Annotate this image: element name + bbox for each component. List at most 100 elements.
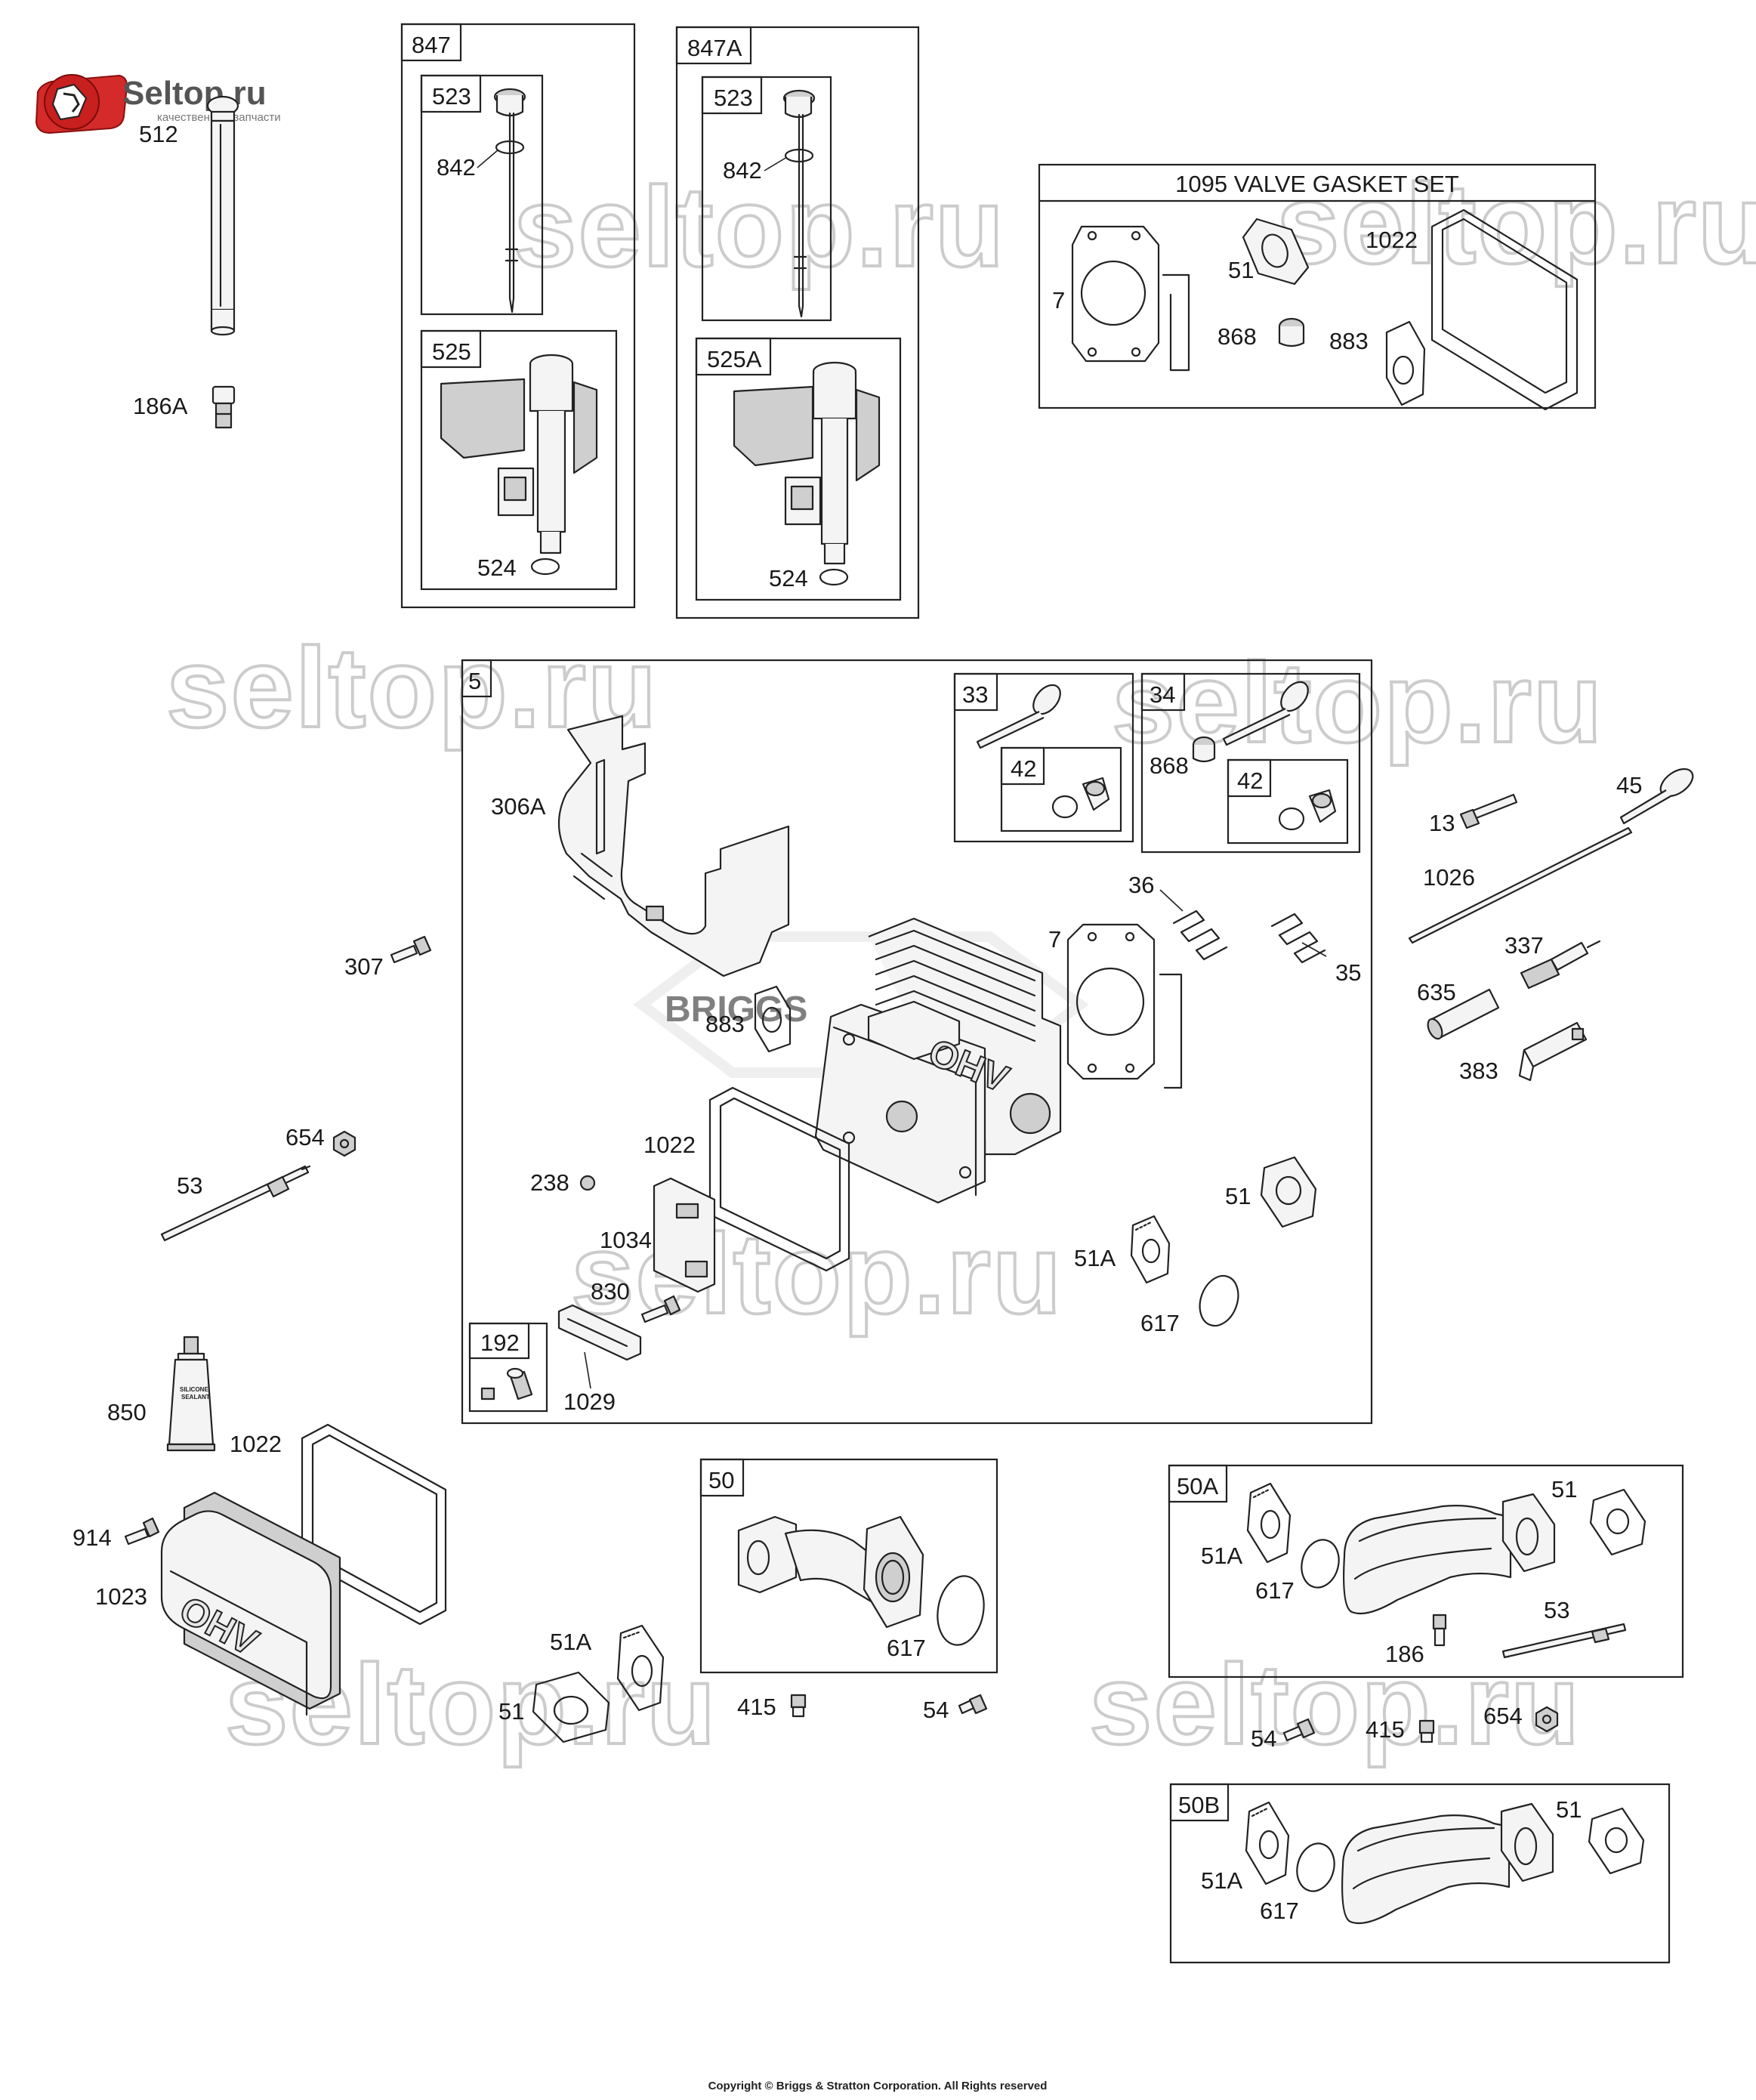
part-7-head-gasket[interactable] (1071, 225, 1190, 372)
part-525A-oil-fill-tube[interactable] (733, 361, 881, 565)
box-label: 42 (1237, 767, 1263, 794)
part-51A-intake-gasket[interactable] (616, 1624, 665, 1712)
part-524-o-ring[interactable] (530, 557, 560, 576)
part-label: 51A (1201, 1867, 1242, 1894)
part-label: 51 (1225, 1183, 1251, 1209)
box-label: 525 (432, 338, 471, 365)
part-830-screw[interactable] (640, 1295, 681, 1323)
part-523-dipstick[interactable] (493, 88, 526, 313)
part-383-spark-plug-terminal[interactable] (1518, 1021, 1588, 1082)
part-label: 883 (705, 1011, 745, 1037)
part-34-exhaust-valve[interactable] (1222, 677, 1313, 746)
part-238-plug[interactable] (579, 1175, 596, 1191)
box-label: 847 (412, 32, 451, 58)
part-cylinder-head-assembly[interactable]: OHV (814, 917, 1062, 1204)
part-label: 635 (1417, 979, 1456, 1005)
box-label: 847A (687, 35, 742, 61)
part-label: 1022 (230, 1431, 282, 1457)
part-868-valve-seal[interactable] (1278, 317, 1305, 347)
part-51A-intake-gasket[interactable] (1245, 1801, 1290, 1885)
logo-brand-text: Seltop.ru (122, 75, 267, 112)
part-617-o-ring[interactable] (1193, 1271, 1245, 1331)
part-1022-cover-gasket[interactable] (1430, 208, 1579, 411)
part-label: 51A (1201, 1543, 1242, 1569)
part-label: 53 (1544, 1597, 1569, 1623)
part-186-fitting[interactable] (1432, 1614, 1447, 1647)
part-label: 415 (1366, 1716, 1405, 1743)
part-1026-push-rod[interactable] (1408, 826, 1633, 944)
part-654-nut[interactable] (332, 1130, 356, 1157)
part-51-intake-gasket[interactable] (1260, 1156, 1317, 1228)
part-337-spark-plug[interactable] (1520, 940, 1601, 990)
part-1023-valve-cover[interactable]: OHV (160, 1491, 341, 1716)
box-label: 5 (468, 668, 481, 694)
part-635-spark-plug-boot[interactable] (1425, 988, 1500, 1041)
box-title: 1095 VALVE GASKET SET (1175, 171, 1459, 197)
part-523-dipstick-variant[interactable] (782, 89, 816, 318)
part-label: 337 (1504, 932, 1544, 959)
part-42-valve-retainer[interactable] (1278, 789, 1337, 831)
part-label: 53 (177, 1172, 202, 1199)
part-35-valve-spring[interactable] (1270, 913, 1326, 964)
part-label: 51A (1074, 1245, 1116, 1271)
part-label: 914 (73, 1524, 112, 1551)
part-512-dipstick-tube[interactable] (206, 95, 239, 336)
group-box-847A: 847A 523 525A (675, 26, 920, 619)
part-label: 51 (498, 1698, 524, 1725)
part-868-valve-seal[interactable] (1192, 736, 1216, 763)
part-42-valve-retainer[interactable] (1051, 777, 1110, 819)
part-1034-breather-cover[interactable] (653, 1177, 716, 1293)
part-label: 186A (133, 393, 188, 419)
box-label: 50A (1177, 1473, 1218, 1499)
part-label: 51 (1551, 1476, 1577, 1502)
part-50B-intake-manifold[interactable] (1341, 1802, 1554, 1925)
part-51A-intake-gasket[interactable] (1246, 1482, 1292, 1564)
part-54-screw[interactable] (958, 1694, 988, 1715)
part-label: 54 (1251, 1725, 1276, 1752)
part-525-oil-fill-tube[interactable] (440, 354, 598, 554)
group-box-847: 847 523 525 (400, 23, 636, 609)
group-box-1095-valve-gasket-set: 1095 VALVE GASKET SET (1038, 163, 1597, 409)
part-617-o-ring[interactable] (1297, 1536, 1344, 1592)
part-50A-intake-manifold[interactable] (1343, 1493, 1556, 1615)
part-524-o-ring[interactable] (819, 568, 849, 586)
part-label: 307 (344, 953, 384, 980)
part-51-intake-gasket[interactable] (532, 1671, 610, 1743)
part-1029-breather-gasket[interactable] (557, 1304, 642, 1361)
part-7-head-gasket[interactable] (1066, 923, 1183, 1089)
part-617-o-ring[interactable] (932, 1572, 989, 1648)
part-51-intake-gasket[interactable] (1242, 218, 1310, 286)
part-654-nut[interactable] (1535, 1706, 1559, 1733)
part-45-push-rod[interactable] (1619, 764, 1698, 825)
part-306A-air-shroud[interactable] (557, 715, 790, 977)
part-label: 306A (491, 793, 546, 820)
part-label: 617 (1260, 1898, 1299, 1924)
part-415-fitting[interactable] (1418, 1719, 1435, 1743)
part-883-exhaust-gasket[interactable] (754, 985, 792, 1053)
part-label: 654 (285, 1124, 325, 1150)
box-label: 50 (708, 1467, 734, 1493)
box-label: 523 (432, 83, 471, 110)
part-617-o-ring[interactable] (1292, 1839, 1340, 1895)
part-33-intake-valve[interactable] (976, 680, 1066, 749)
part-914-screw[interactable] (124, 1517, 160, 1546)
part-label: 654 (1483, 1703, 1523, 1729)
part-54-screw[interactable] (1282, 1718, 1316, 1742)
part-51A-intake-gasket[interactable] (1130, 1215, 1171, 1284)
part-883-exhaust-gasket[interactable] (1385, 320, 1426, 406)
part-50-intake-manifold[interactable] (737, 1515, 924, 1629)
part-850-silicone-sealant[interactable]: SILICONE SEALANT (166, 1336, 216, 1452)
part-186A-breather-fitting[interactable] (211, 385, 236, 429)
part-415-fitting[interactable] (790, 1694, 807, 1718)
part-36-valve-spring[interactable] (1172, 909, 1228, 961)
part-192-fittings[interactable] (480, 1367, 533, 1401)
part-53-stud[interactable] (1501, 1623, 1627, 1659)
part-307-bolt[interactable] (390, 935, 432, 964)
part-51-intake-gasket[interactable] (1589, 1488, 1646, 1556)
box-label: 192 (480, 1329, 520, 1356)
part-51-intake-gasket[interactable] (1588, 1807, 1645, 1875)
part-53-stud[interactable] (160, 1165, 311, 1242)
part-13-bolt[interactable] (1459, 793, 1518, 829)
